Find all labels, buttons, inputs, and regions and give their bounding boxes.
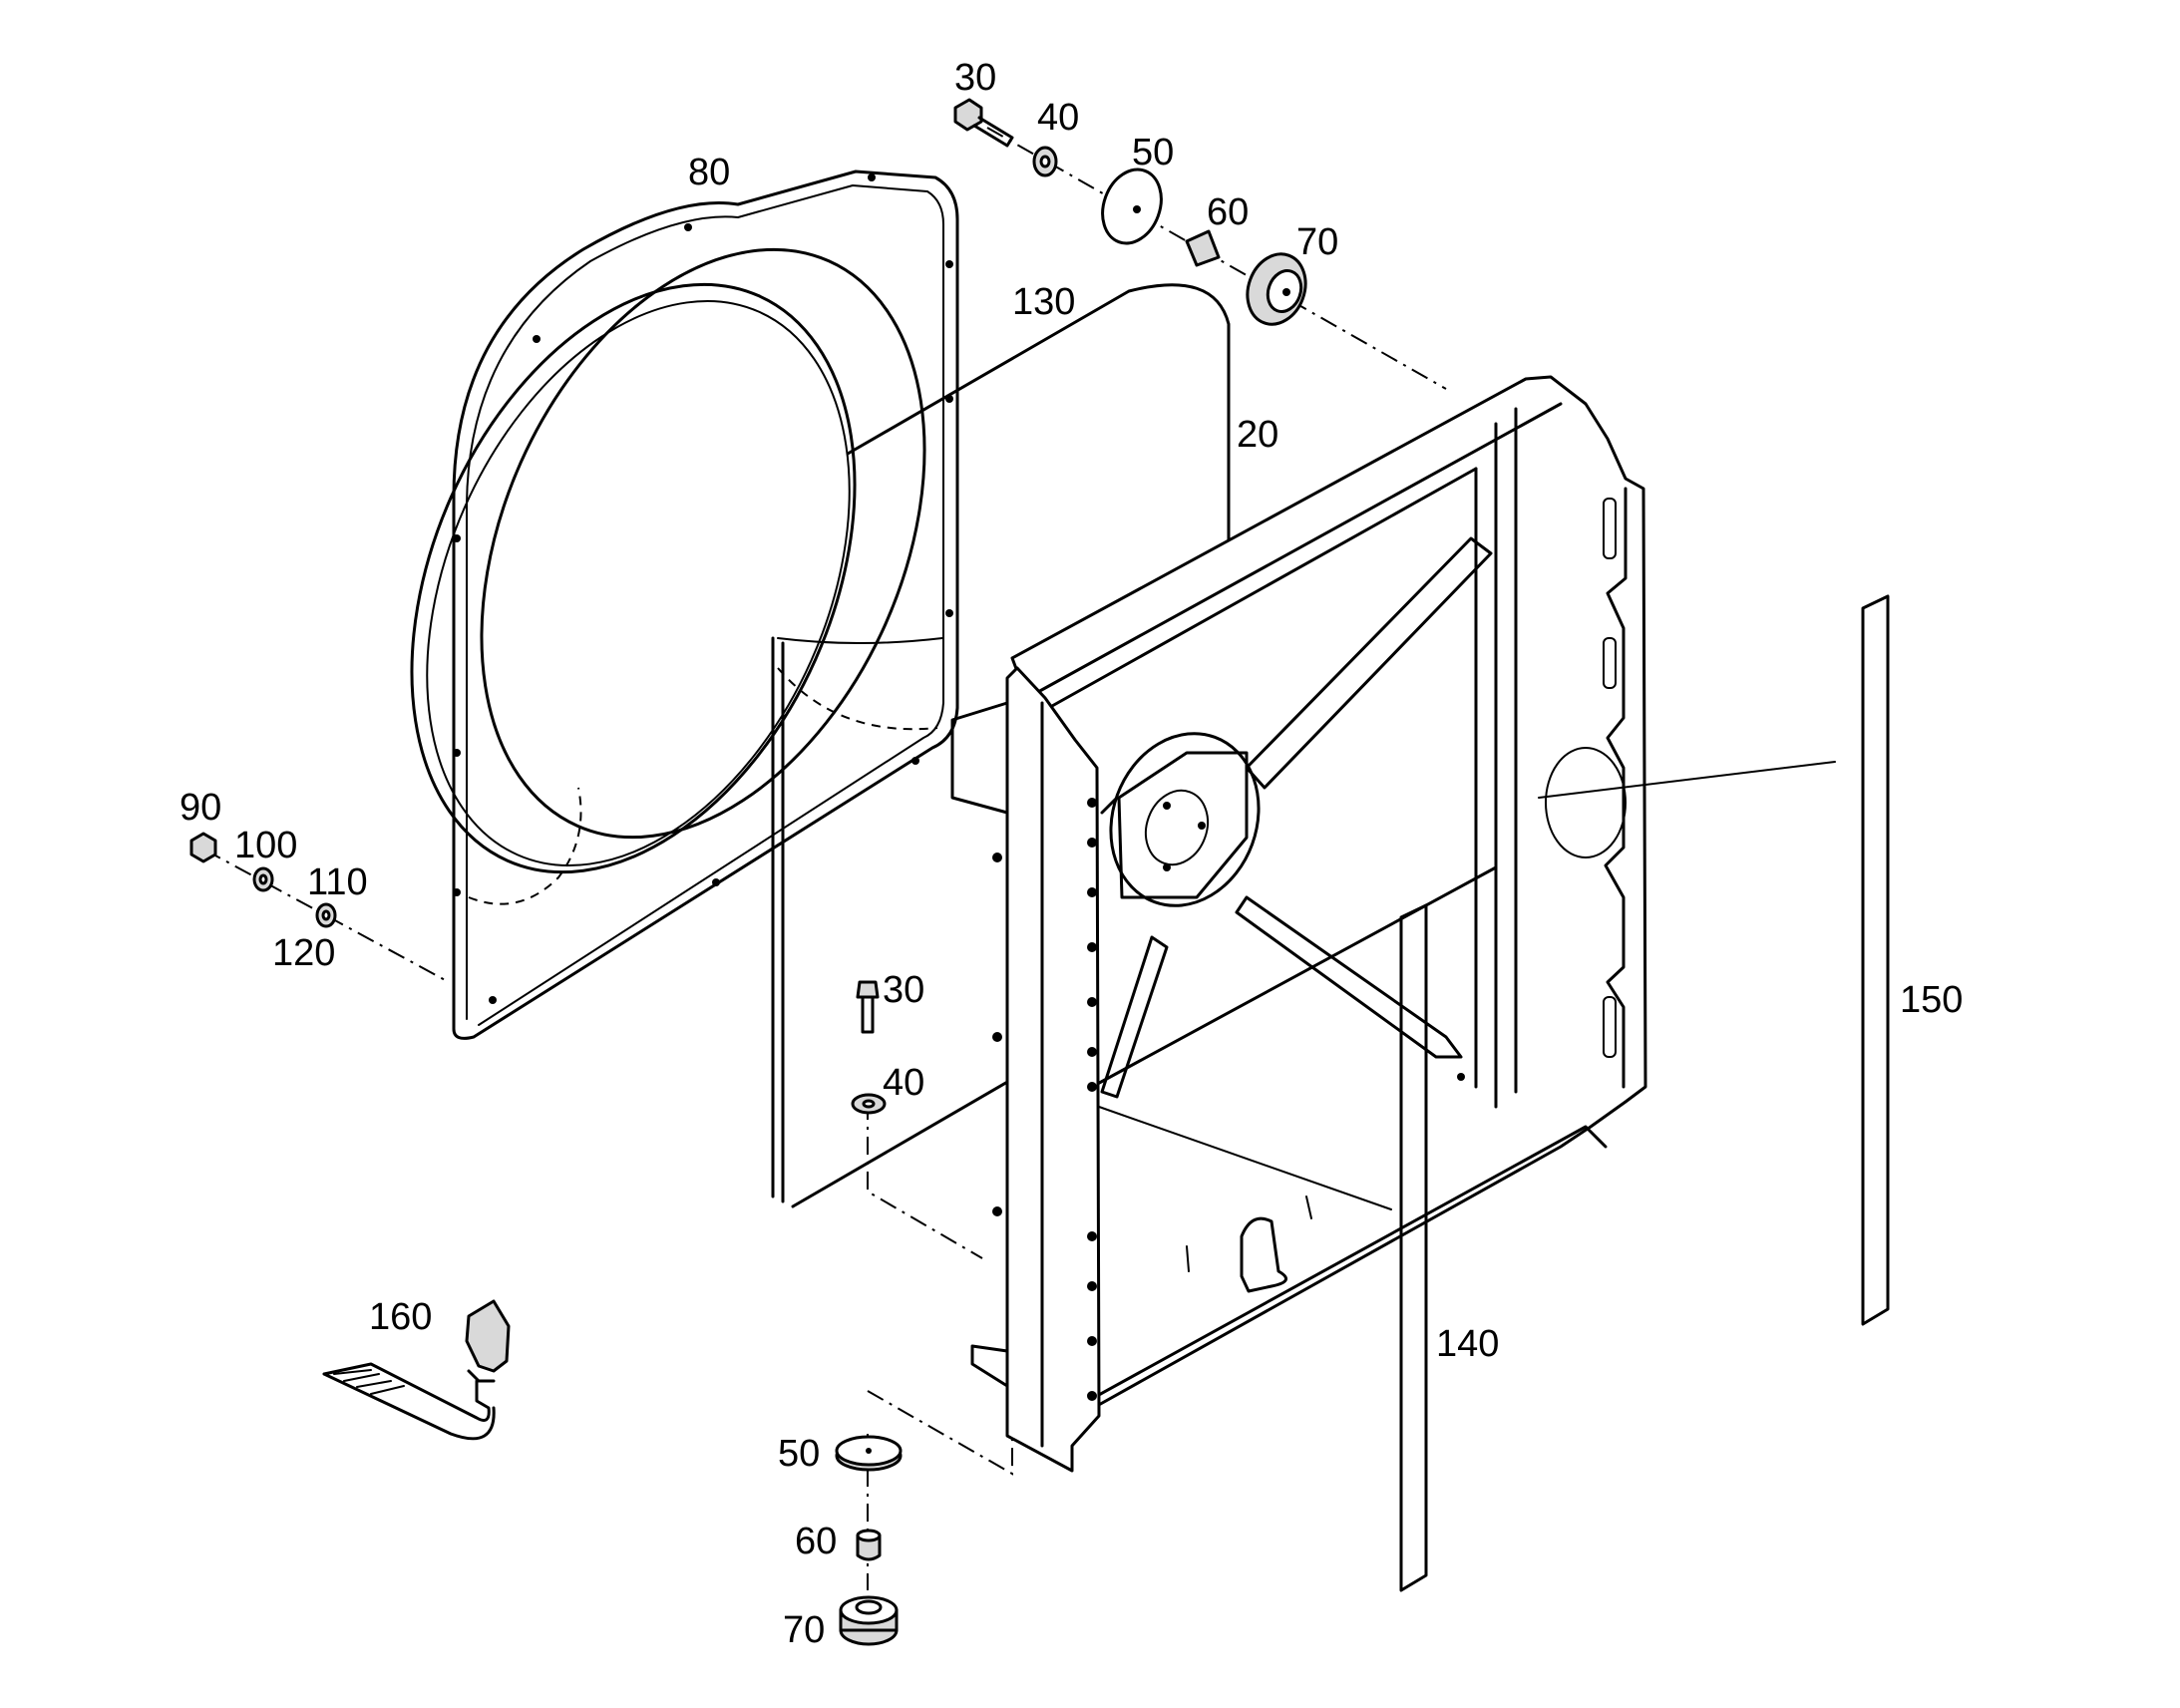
callout-80: 80 <box>688 152 730 193</box>
leader-lines <box>1098 761 1836 1210</box>
sleeve-60-lower <box>856 1529 882 1561</box>
callout-40-lower: 40 <box>883 1062 924 1104</box>
callout-50-upper: 50 <box>1132 132 1174 173</box>
callout-labels: 30 40 50 60 70 80 130 20 90 100 110 120 … <box>180 57 1963 1651</box>
callout-130: 130 <box>1012 281 1075 323</box>
radiator-frame-20 <box>950 375 1647 1473</box>
fan-shroud-80 <box>410 170 959 1040</box>
rubber-mount-70-upper <box>1246 252 1307 326</box>
callout-60-upper: 60 <box>1207 191 1249 233</box>
callout-90: 90 <box>180 787 221 829</box>
callout-70-lower: 70 <box>783 1609 825 1651</box>
washer-40-upper <box>1032 146 1058 177</box>
callout-30-lower: 30 <box>883 969 924 1011</box>
lower-bolt-stack <box>851 980 887 1115</box>
upper-mounting-stack <box>953 98 1307 326</box>
callout-70-upper: 70 <box>1296 221 1338 263</box>
callout-160: 160 <box>369 1296 432 1338</box>
callout-40-upper: 40 <box>1037 97 1079 139</box>
callout-100: 100 <box>234 825 297 866</box>
strap-clamp-160 <box>322 1299 511 1441</box>
washer-100 <box>252 866 274 892</box>
callout-20: 20 <box>1237 414 1278 456</box>
callout-50-lower: 50 <box>778 1433 820 1475</box>
callout-150: 150 <box>1900 979 1963 1021</box>
washer-110-120 <box>315 902 337 928</box>
callout-110: 110 <box>307 861 368 903</box>
rubber-mount-70-lower <box>839 1595 899 1646</box>
disc-50-lower <box>835 1435 903 1472</box>
seal-strip-130-20 <box>771 283 1231 1208</box>
bolt-30-lower <box>856 980 880 1034</box>
callout-120: 120 <box>272 932 335 974</box>
bolt-30-upper <box>953 98 1014 148</box>
nut-90 <box>189 832 217 863</box>
left-fastener-stack <box>189 832 337 928</box>
callout-60-lower: 60 <box>795 1521 837 1562</box>
lower-mounting-stack <box>835 1435 903 1646</box>
foam-strip-150 <box>1861 594 1890 1326</box>
callout-140: 140 <box>1436 1323 1499 1365</box>
callout-30-upper: 30 <box>954 57 996 99</box>
washer-40-lower <box>851 1093 887 1115</box>
disc-50-upper <box>1101 168 1163 245</box>
sleeve-60-upper <box>1185 229 1221 267</box>
foam-strip-140 <box>1399 903 1428 1592</box>
